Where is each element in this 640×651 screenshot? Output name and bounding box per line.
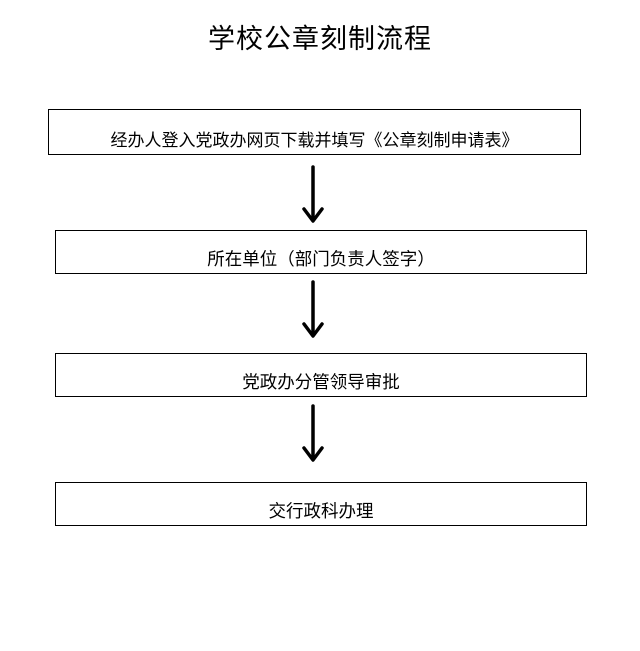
- flow-step-3-label: 党政办分管领导审批: [242, 373, 400, 393]
- flow-step-3: 党政办分管领导审批: [55, 353, 587, 397]
- flow-step-2-label: 所在单位（部门负责人签字）: [207, 250, 435, 270]
- flow-step-1: 经办人登入党政办网页下载并填写《公章刻制申请表》: [48, 109, 581, 155]
- flow-step-1-label: 经办人登入党政办网页下载并填写《公章刻制申请表》: [110, 131, 519, 151]
- arrow-down-icon: [302, 280, 324, 338]
- flow-step-4: 交行政科办理: [55, 482, 587, 526]
- arrow-down-icon: [302, 404, 324, 462]
- page-title: 学校公章刻制流程: [208, 24, 432, 55]
- arrow-down-icon: [302, 165, 324, 223]
- flow-step-4-label: 交行政科办理: [268, 502, 374, 522]
- flow-step-2: 所在单位（部门负责人签字）: [55, 230, 587, 274]
